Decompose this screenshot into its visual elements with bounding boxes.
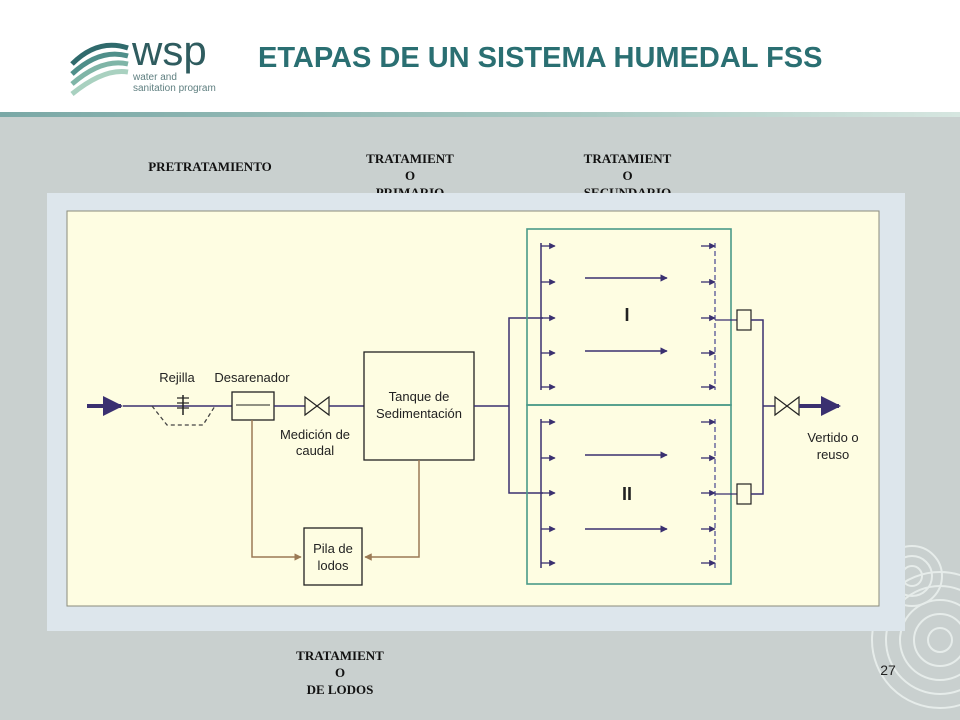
rejilla-screen-icon [151, 395, 216, 426]
sludge-line-desarenador [251, 420, 302, 561]
label-medicion-2: caudal [296, 443, 334, 458]
stage-pretreatment-line1: PRETRATAMIENTO [148, 159, 272, 174]
label-pila-2: lodos [317, 558, 349, 573]
stage-primary-line1: TRATAMIENT [366, 151, 454, 166]
slide-title: ETAPAS DE UN SISTEMA HUMEDAL FSS [258, 42, 823, 74]
wetland-flow-diagram: Rejilla Desarenador Medición de caudal T… [47, 193, 905, 631]
label-medicion-1: Medición de [280, 427, 350, 442]
outlet-control-box-1 [736, 309, 752, 331]
label-vertido-2: reuso [817, 447, 850, 462]
stage-sludge: TRATAMIENT O DE LODOS [270, 647, 410, 698]
pila-lodos-box [303, 527, 363, 586]
decorative-circles-icon [871, 545, 960, 709]
wetland-2-outlet-arrows [701, 418, 716, 567]
label-wetland-2: II [622, 484, 632, 504]
label-tanque-1: Tanque de [389, 389, 450, 404]
stage-sludge-line2: O [334, 665, 346, 680]
tanque-sedimentacion-box [363, 351, 475, 461]
sludge-line-tanque [364, 460, 420, 561]
header-divider [0, 112, 960, 117]
logo-wordmark: wsp [132, 27, 207, 74]
slide-header [0, 0, 960, 112]
label-wetland-1: I [624, 305, 629, 325]
label-desarenador: Desarenador [214, 370, 290, 385]
stage-sludge-line1: TRATAMIENT [296, 648, 384, 663]
logo-subtitle-line2: sanitation program [133, 83, 216, 94]
outlet-collector [751, 319, 764, 495]
flow-line-to-wetland-2 [508, 406, 543, 494]
stage-pretreatment: PRETRATAMIENTO [120, 158, 300, 175]
flow-line-to-wetland-1 [508, 317, 543, 406]
label-pila-1: Pila de [313, 541, 353, 556]
wetland-1-inlet-arrows [541, 242, 556, 391]
stage-secondary-line1: TRATAMIENT [583, 151, 672, 166]
wsp-logo-icon [70, 42, 129, 96]
wetland-1-outlet-arrows [701, 242, 716, 391]
logo-subtitle-line1: water and [133, 72, 177, 83]
stage-primary-line2: O [404, 168, 416, 183]
label-tanque-2: Sedimentación [376, 406, 462, 421]
label-rejilla: Rejilla [159, 370, 195, 385]
stage-secondary-line2: O [622, 168, 633, 183]
page-number: 27 [880, 662, 896, 678]
stage-sludge-line3: DE LODOS [306, 682, 374, 697]
outlet-control-box-2 [736, 483, 752, 505]
logo-subtitle: water and sanitation program [133, 72, 216, 94]
label-vertido-1: Vertido o [807, 430, 858, 445]
wetland-2-inlet-arrows [541, 418, 556, 567]
desarenador-box [231, 391, 275, 421]
